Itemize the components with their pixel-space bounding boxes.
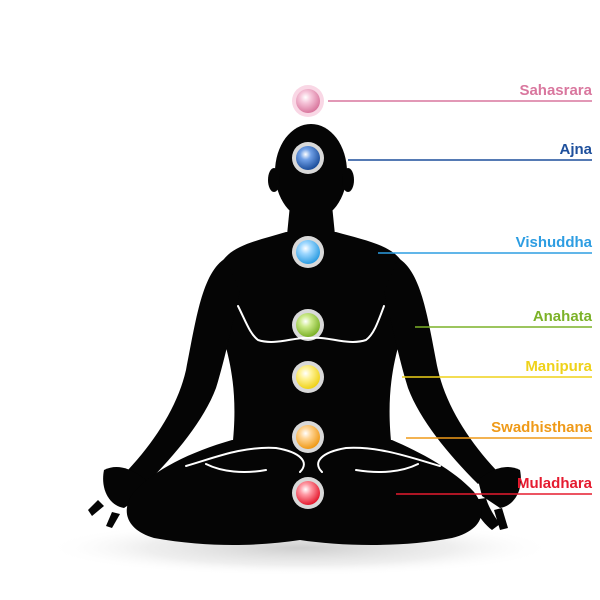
chakra-orb-swadhisthana xyxy=(296,425,320,449)
chakra-layer: SahasraraAjnaVishuddhaAnahataManipuraSwa… xyxy=(292,82,593,509)
chakra-label-swadhisthana: Swadhisthana xyxy=(491,419,593,436)
chakra-label-vishuddha: Vishuddha xyxy=(516,234,593,251)
chakra-label-anahata: Anahata xyxy=(533,308,593,325)
chakra-orb-anahata xyxy=(296,313,320,337)
chakra-orb-vishuddha xyxy=(296,240,320,264)
chakra-orb-manipura xyxy=(296,365,320,389)
chakra-orb-ajna xyxy=(296,146,320,170)
chakra-label-ajna: Ajna xyxy=(559,141,592,158)
chakra-label-sahasrara: Sahasrara xyxy=(519,82,592,99)
chakra-orb-sahasrara xyxy=(296,89,320,113)
chakra-orb-muladhara xyxy=(296,481,320,505)
chakra-label-muladhara: Muladhara xyxy=(517,475,593,492)
chakra-label-manipura: Manipura xyxy=(525,358,592,375)
